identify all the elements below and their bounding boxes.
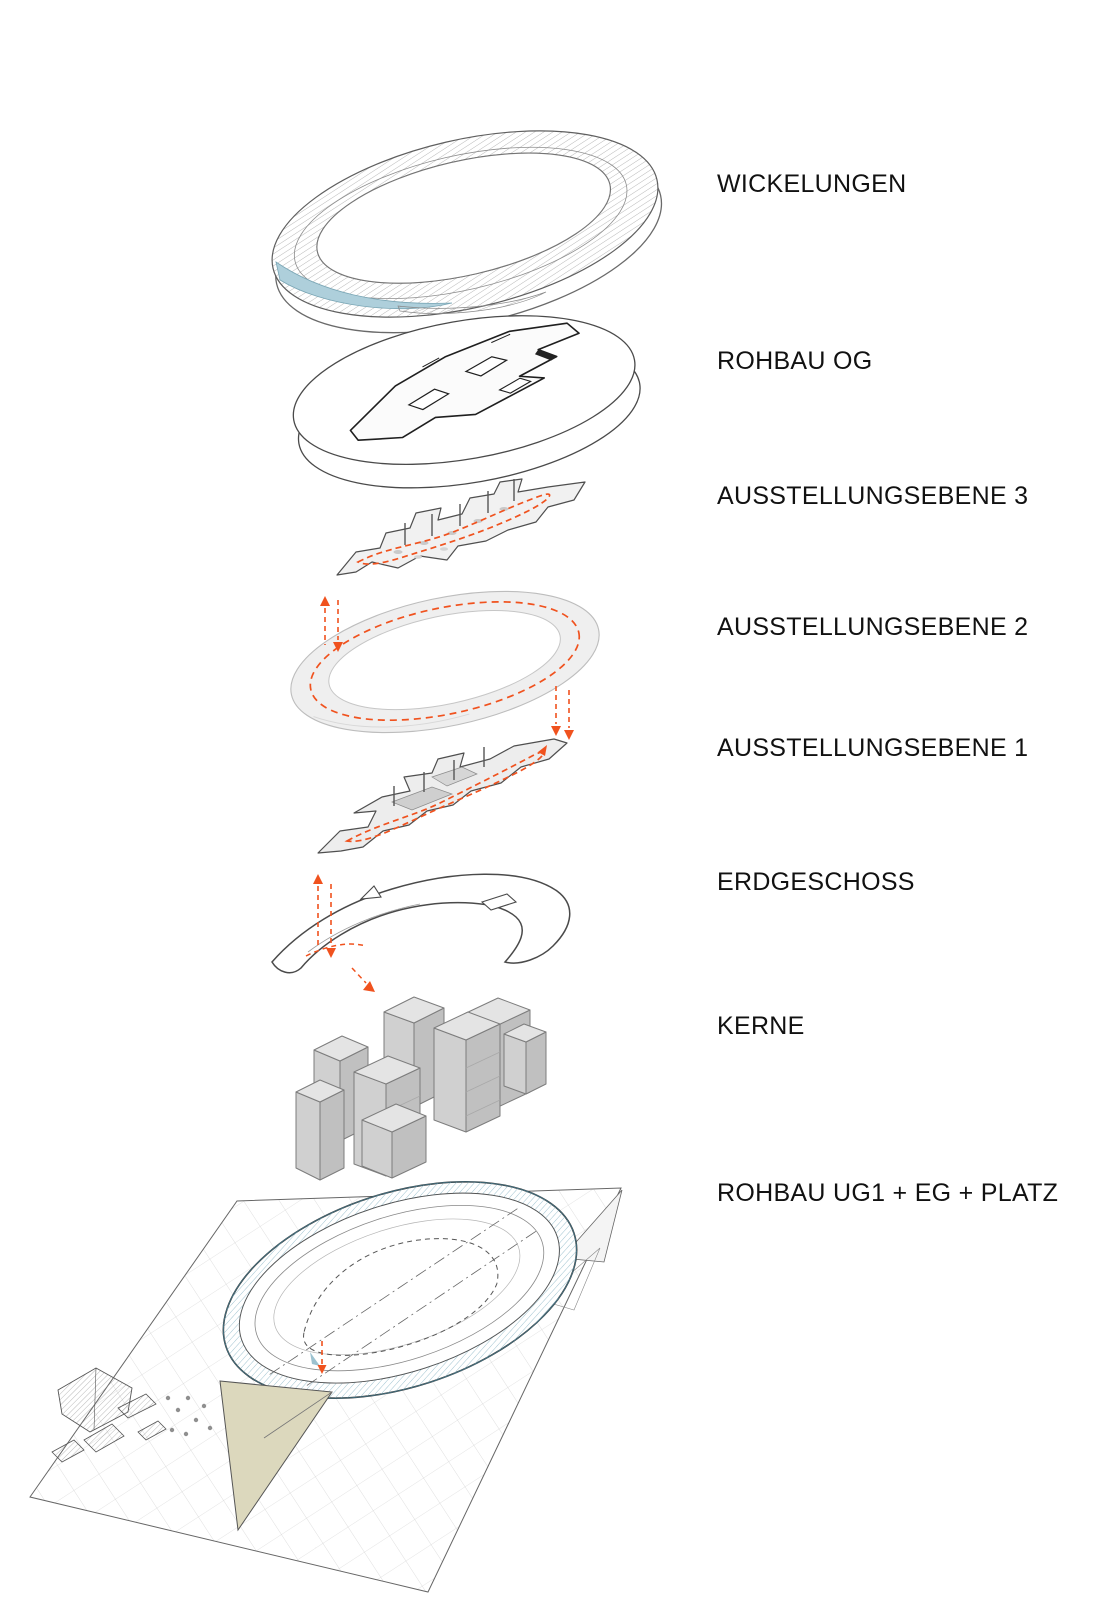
- facade-blue-sliver: [275, 261, 453, 310]
- core-block: [433, 1011, 501, 1133]
- vertical-circulation-arrows-right: [551, 686, 574, 740]
- label-rohbau-ug1-eg-platz: ROHBAU UG1 + EG + PLATZ: [717, 1179, 1059, 1207]
- label-rohbau-og: ROHBAU OG: [717, 347, 873, 375]
- layer-rohbau-og-drawing: [292, 315, 641, 489]
- label-ausstellungsebene-3: AUSSTELLUNGSEBENE 3: [717, 482, 1029, 510]
- entrance-wedge: [219, 1380, 333, 1532]
- core-block: [503, 1023, 547, 1095]
- layer-ausstellungsebene-2-drawing: [290, 590, 600, 740]
- circulation-loop-level2: [309, 601, 581, 722]
- layer-rohbau-ug1-drawing: [29, 1180, 623, 1593]
- layer-ausstellungsebene-3-drawing: [336, 478, 586, 576]
- core-block: [295, 1079, 345, 1181]
- label-ausstellungsebene-2: AUSSTELLUNGSEBENE 2: [717, 613, 1029, 641]
- core-block: [361, 1103, 427, 1179]
- layer-wickelungen-drawing: [271, 130, 663, 334]
- entry-arrow: [317, 1341, 327, 1374]
- label-wickelungen: WICKELUNGEN: [717, 170, 907, 198]
- vertical-circulation-arrows-left: [320, 596, 343, 652]
- label-kerne: KERNE: [717, 1012, 805, 1040]
- label-ausstellungsebene-1: AUSSTELLUNGSEBENE 1: [717, 734, 1029, 762]
- label-erdgeschoss: ERDGESCHOSS: [717, 868, 915, 896]
- circulation-loop-level1: [344, 751, 545, 843]
- layer-erdgeschoss-drawing: [271, 873, 571, 992]
- vertical-circulation-arrows-ground: [313, 874, 336, 958]
- layer-ausstellungsebene-1-drawing: [317, 738, 568, 854]
- circulation-loop-level3: [356, 493, 551, 565]
- layer-kerne-drawing: [295, 996, 547, 1181]
- context-village: [51, 1367, 213, 1463]
